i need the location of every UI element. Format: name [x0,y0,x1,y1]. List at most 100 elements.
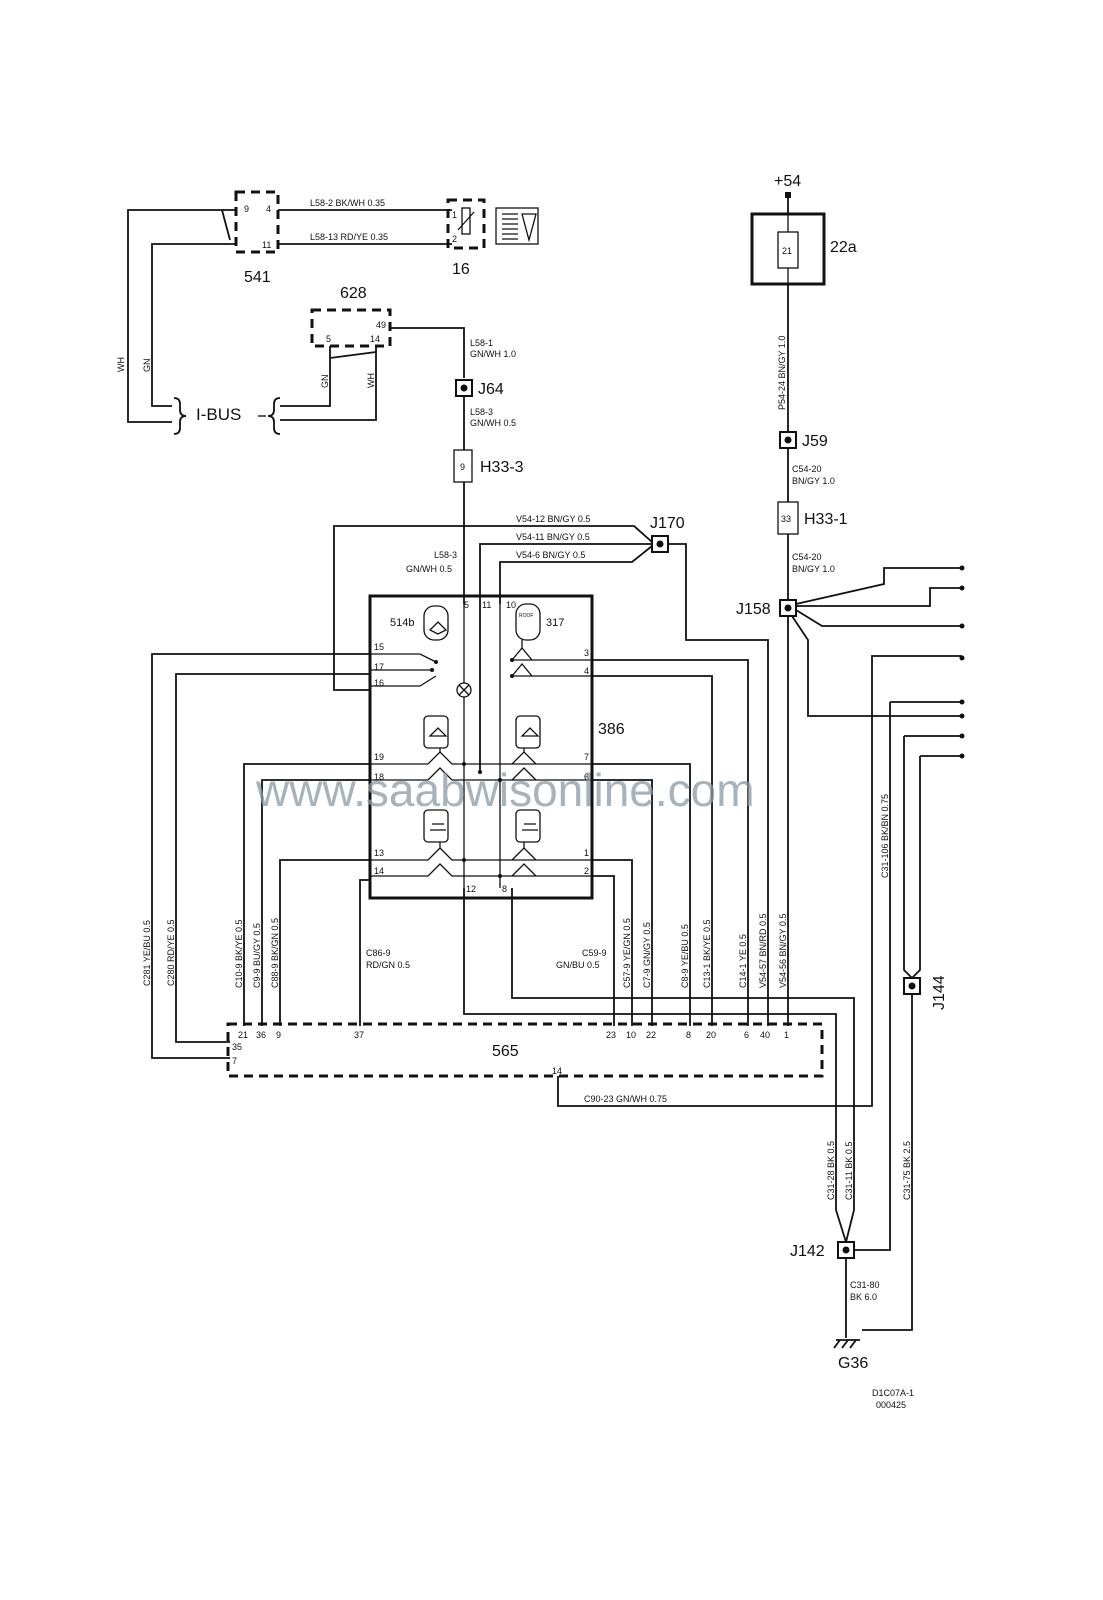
wire-c86-9-label-b: RD/GN 0.5 [366,960,410,970]
wire-c90-23-label: C90-23 GN/WH 0.75 [584,1094,667,1104]
window-switch-left-icon [423,715,449,749]
wire-c88-9-label: C88-9 BK/GN 0.5 [270,918,280,988]
wire-c8-9 [592,763,691,1026]
junction-j64-label: J64 [478,381,504,398]
wire-c14-1-label: C14-1 YE 0.5 [738,934,748,988]
sensor-arrow-icon [457,211,475,231]
wire-j158-out-2 [796,587,962,607]
wire-c31-28-label: C31-28 BK 0.5 [826,1141,836,1200]
wire-j144-in-1 [903,735,962,979]
pin-386-17: 17 [374,662,384,672]
module-541-box [234,190,280,254]
rear-switch-right-icon [515,809,541,843]
wire-v54-56-label: V54-56 BN/GY 0.5 [778,914,788,988]
wire-c31-75-label: C31-75 BK 2.5 [902,1141,912,1200]
wire-gn-541 [151,243,236,407]
wire-c88-9 [279,859,370,1026]
contact [462,762,466,766]
wire-j144-in-2 [911,755,962,979]
wire-l58-3-label-a: L58-3 [470,407,493,417]
wire-p54-24-label: P54-24 BN/GY 1.0 [777,336,787,410]
wire-c59-9-side [592,875,615,1026]
wire-l58-2-label: L58-2 BK/WH 0.35 [310,198,385,208]
pin-386-19: 19 [374,752,384,762]
pin-565-21: 21 [238,1030,248,1040]
connector-h33-1-pin: 33 [781,514,791,524]
pin-386-14: 14 [374,866,384,876]
watermark-text: www.saabwisonline.com [255,764,755,816]
pin-565-35: 35 [232,1042,242,1052]
junction-j59: J59 [779,431,828,450]
label-628: 628 [340,285,367,302]
wire-v54-57-label: V54-57 BN/RD 0.5 [758,913,768,988]
wire-wh-628-label: WH [366,373,376,388]
pin-386-4: 4 [584,666,589,676]
junction-j142-dot [842,1246,850,1254]
pin-565-6: 6 [744,1030,749,1040]
pin-386-3: 3 [584,648,589,658]
junction-j64-dot [460,384,468,392]
junction-j59-label: J59 [802,433,828,450]
window-right-glyph [520,727,540,737]
wire-c54-20b-label-b: BN/GY 1.0 [792,564,835,574]
wire-c31-80-label-b: BK 6.0 [850,1292,877,1302]
terminal-r1 [959,565,965,571]
connector-h33-1-label: H33-1 [804,511,848,528]
wire-l58-3c-label-a: L58-3 [434,550,457,560]
wire-c10-9-label: C10-9 BK/YE 0.5 [234,919,244,988]
label-541: 541 [244,269,271,286]
junction-j170-dot [656,540,664,548]
wire-ground-8 [511,888,855,1210]
pin-565-14: 14 [552,1066,562,1076]
junction-j64: J64 [455,379,504,398]
junction-j59-dot [784,436,792,444]
junction-j158: J158 [736,599,797,618]
fuse-21-pin: 21 [782,246,792,256]
wire-c7-9-label: C7-9 GN/GY 0.5 [642,922,652,988]
pin-386-18: 18 [374,772,384,782]
i-bus-label: I-BUS [196,405,241,424]
module-628-group: 628 49 5 14 [310,285,392,348]
terminal-r2 [959,585,965,591]
contact [478,770,482,774]
display-triangle-icon [521,213,537,243]
wire-c14-1 [592,659,749,1026]
wire-c13-1-label: C13-1 BK/YE 0.5 [702,919,712,988]
pin-386-13: 13 [374,848,384,858]
pin-565-23: 23 [606,1030,616,1040]
contact [462,858,466,862]
wire-c54-20a-label-b: BN/GY 1.0 [792,476,835,486]
pin-565-20: 20 [706,1030,716,1040]
wire-c31-75 [862,994,913,1331]
module-565-label: 565 [492,1043,519,1060]
pin-565-9: 9 [276,1030,281,1040]
wire-c9-9 [261,779,370,1026]
pin-16-1: 1 [452,210,457,220]
wire-c280-label: C280 RD/YE 0.5 [166,919,176,986]
sensor-resistor-icon [461,207,471,235]
junction-j142-label: J142 [790,1243,825,1260]
wire-v54-6-label: V54-6 BN/GY 0.5 [516,550,585,560]
pin-565-22: 22 [646,1030,656,1040]
lamp-cross-icon [458,684,470,696]
pin-386-10: 10 [506,600,516,610]
wire-wh-label: WH [116,357,126,372]
wire-gn-628 [280,346,377,407]
pin-541-4: 4 [266,204,271,214]
switch-panel-386-box [368,594,594,900]
junction-j158-dot [784,604,792,612]
contact [510,658,514,662]
ground-g36: G36 [833,1339,868,1372]
i-bus-group: I-BUS [173,397,281,435]
window-right-contacts [511,748,592,781]
wire-v54-57 [668,543,769,1026]
contact [430,668,434,672]
rear-left-glyph [430,823,446,831]
wire-l58-13-label: L58-13 RD/YE 0.35 [310,232,388,242]
connector-h33-3-label: H33-3 [480,459,524,476]
switch-panel-386: 386 5 11 10 514b ROOF 317 15 17 16 19 18… [368,594,625,900]
pin-565-8: 8 [686,1030,691,1040]
wire-c13-1 [592,675,713,1026]
contact [510,674,514,678]
wire-c8-9-label: C8-9 YE/BU 0.5 [680,924,690,988]
